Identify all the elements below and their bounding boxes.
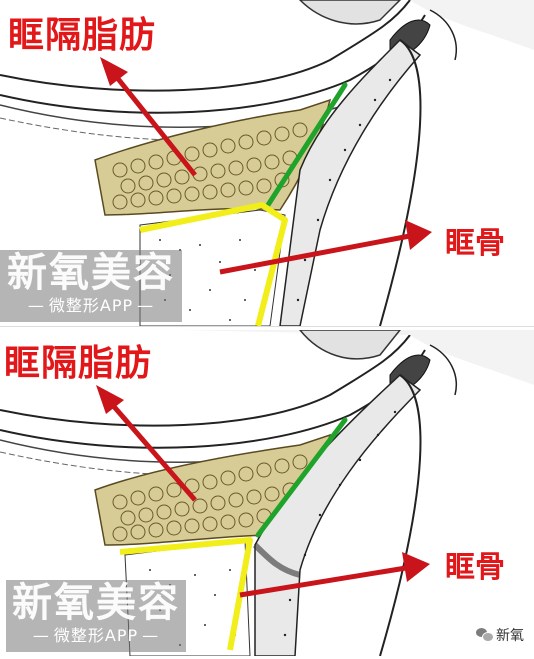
watermark-sub: 微整形APP — [0, 296, 182, 316]
orbital-bone-label: 眶骨 — [445, 226, 505, 261]
panel-divider — [0, 326, 534, 331]
corner-logo: 新氧 — [476, 625, 524, 645]
orbital-fat-label: 眶隔脂肪 — [8, 15, 157, 56]
watermark-sub: 微整形APP — [6, 626, 186, 646]
bottom-illustration — [0, 330, 534, 656]
orbital-fat-label: 眶隔脂肪 — [4, 343, 153, 384]
orbital-bone-label: 眶骨 — [445, 550, 505, 585]
watermark: 新氧美容 微整形APP — [6, 580, 186, 652]
corner-logo-text: 新氧 — [496, 628, 524, 644]
watermark-main: 新氧美容 — [7, 250, 175, 296]
wechat-icon — [476, 628, 494, 642]
top-panel: 眶隔脂肪 眶骨 新氧美容 微整形APP — [0, 0, 534, 326]
watermark: 新氧美容 微整形APP — [0, 250, 182, 322]
bottom-panel: 眶隔脂肪 眶骨 新氧美容 微整形APP — [0, 330, 534, 656]
watermark-main: 新氧美容 — [12, 580, 180, 626]
